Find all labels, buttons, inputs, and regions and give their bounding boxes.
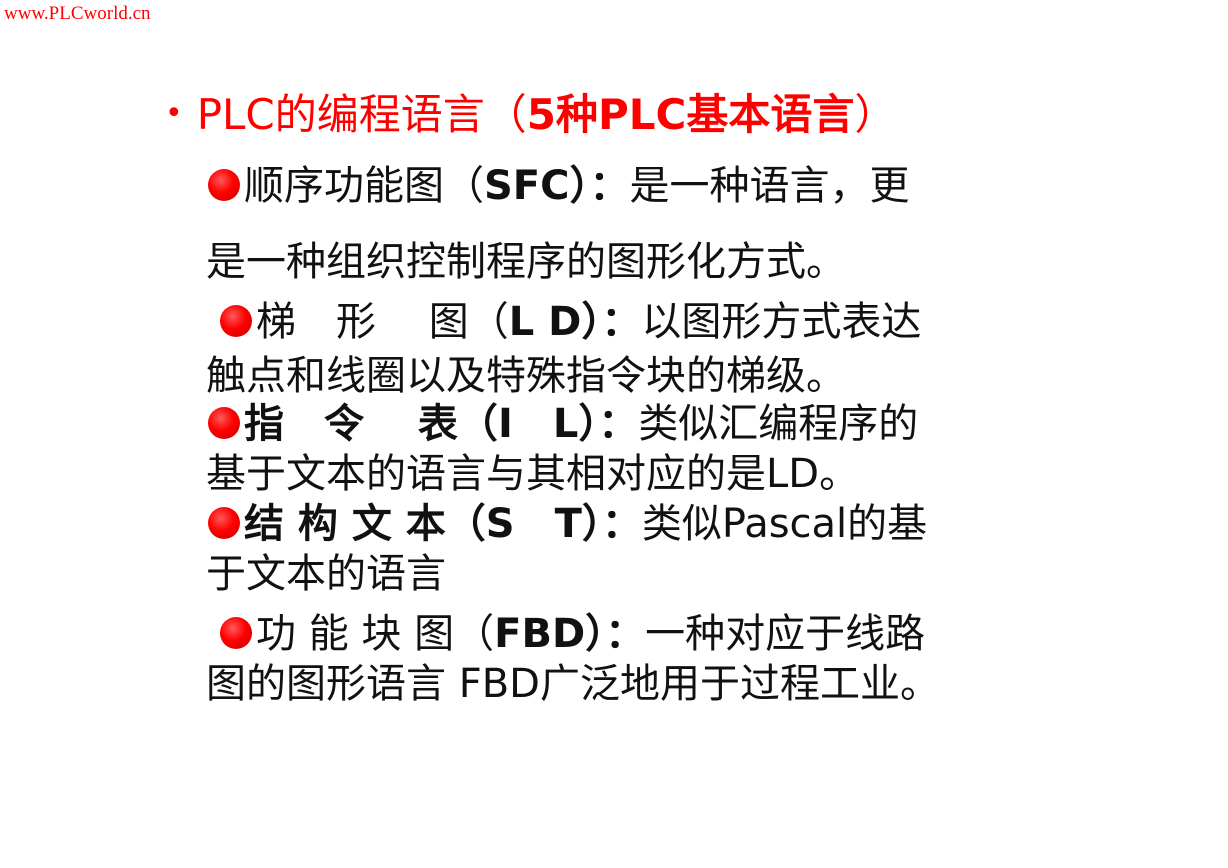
item-sep: ）： <box>581 501 642 547</box>
item-desc: 类似Pascal的基 <box>641 501 928 547</box>
red-bullet-icon <box>220 305 252 337</box>
item-desc: 类似汇编程序的 <box>638 401 919 447</box>
red-bullet-icon <box>208 507 240 539</box>
item-sep: ）： <box>581 299 642 345</box>
item-abbr: SFC <box>484 163 570 209</box>
item-desc: 是一种语言，更 <box>629 163 910 209</box>
item-ld-line2: 触点和线圈以及特殊指令块的梯级。 <box>206 353 846 399</box>
page-heading: • PLC的编程语言（5种PLC基本语言） <box>165 88 896 141</box>
bullet-icon: • <box>165 96 183 131</box>
item-sep: ）： <box>585 611 646 657</box>
item-ld-line1: 梯 形 图（L D）：以图形方式表达 <box>220 298 921 346</box>
item-fbd-line1: 功 能 块 图（FBD）：一种对应于线路 <box>220 610 925 658</box>
item-desc: 一种对应于线路 <box>645 611 926 657</box>
item-abbr: I L <box>497 401 579 447</box>
watermark-url: www.PLCworld.cn <box>4 3 151 24</box>
item-sep: ）： <box>578 401 639 447</box>
item-term: 顺序功能图（ <box>244 163 484 209</box>
item-fbd-line2: 图的图形语言 FBD广泛地用于过程工业。 <box>206 661 940 707</box>
item-abbr: S T <box>485 501 582 547</box>
heading-bold-text: 5种PLC基本语言 <box>526 90 855 139</box>
item-st-line1: 结 构 文 本（S T）：类似Pascal的基 <box>208 500 927 548</box>
item-term: 梯 形 图（ <box>256 299 509 345</box>
item-abbr: L D <box>508 299 582 345</box>
item-sfc-line1: 顺序功能图（SFC）：是一种语言，更 <box>208 162 910 210</box>
heading-text: PLC的编程语言（ <box>196 90 527 139</box>
red-bullet-icon <box>208 407 240 439</box>
item-desc: 以图形方式表达 <box>641 299 922 345</box>
item-il-line2: 基于文本的语言与其相对应的是LD。 <box>206 451 860 497</box>
item-term: 指 令 表（ <box>244 401 498 447</box>
item-sep: ）： <box>569 163 630 209</box>
item-il-line1: 指 令 表（I L）：类似汇编程序的 <box>208 400 918 448</box>
heading-close: ） <box>854 90 897 139</box>
item-st-line2: 于文本的语言 <box>206 551 446 597</box>
item-sfc-line2: 是一种组织控制程序的图形化方式。 <box>206 239 846 285</box>
item-term: 功 能 块 图（ <box>256 611 495 657</box>
item-abbr: FBD <box>494 611 586 657</box>
red-bullet-icon <box>220 617 252 649</box>
item-term: 结 构 文 本（ <box>244 501 486 547</box>
red-bullet-icon <box>208 169 240 201</box>
